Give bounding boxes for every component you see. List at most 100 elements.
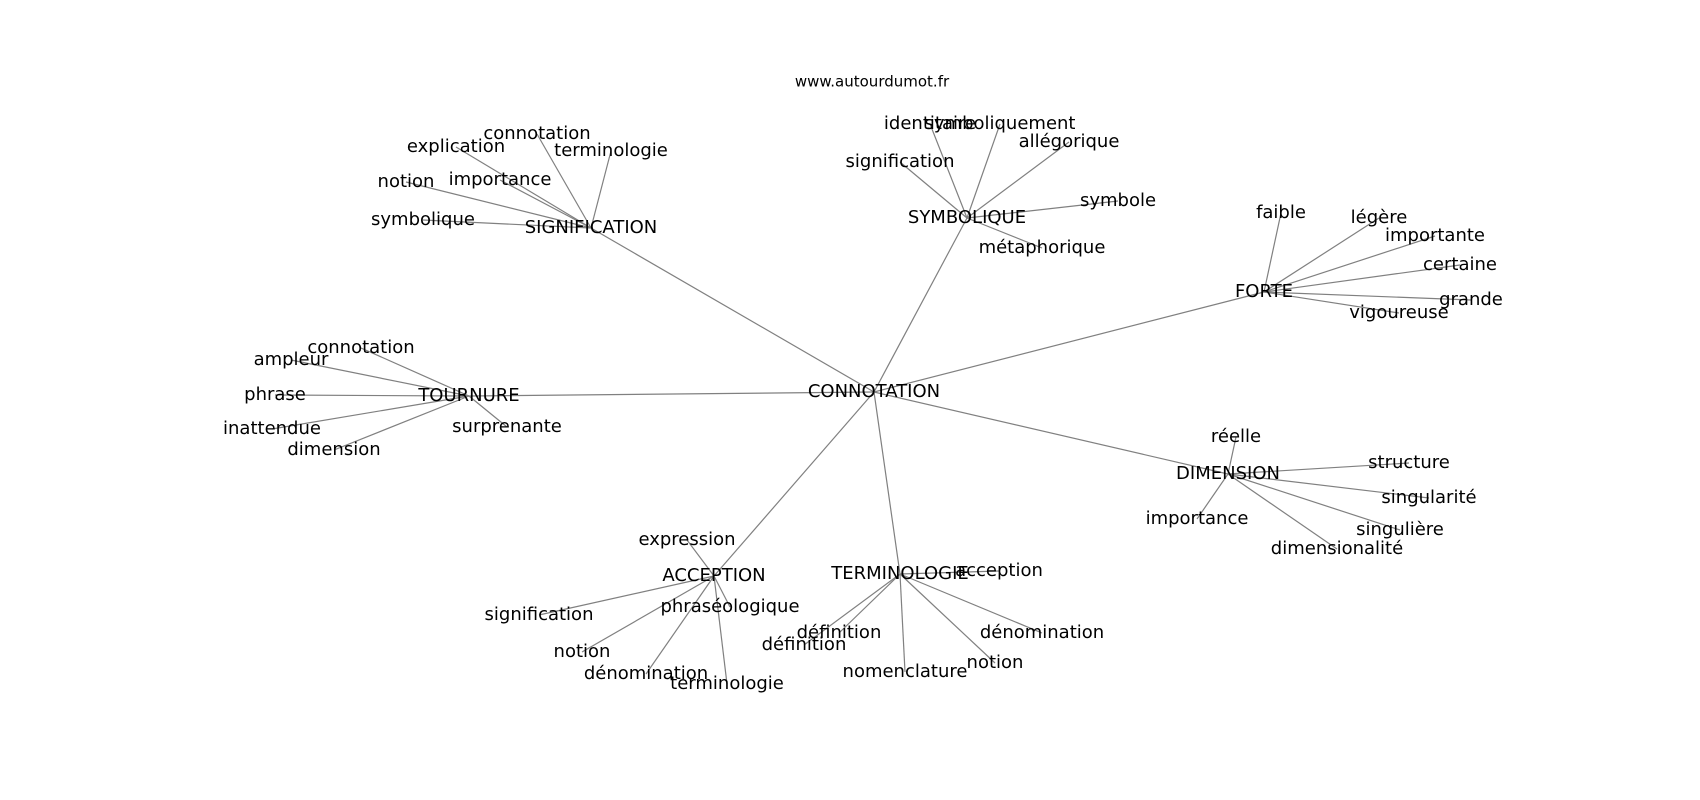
leaf-node-label: terminologie (670, 673, 784, 694)
edge-symbolique-leaf (966, 200, 1119, 219)
leaf-node-label: dimension (287, 439, 380, 460)
edge-terminologie-leaf (899, 570, 1000, 575)
leaf-node-label: importance (449, 169, 552, 190)
leaf-node-label: notion (554, 641, 611, 662)
edge-center-forte (873, 291, 1265, 393)
hub-node-label: TOURNURE (417, 385, 519, 406)
center-node-label: CONNOTATION (808, 381, 940, 402)
leaf-node-label: ampleur (254, 349, 329, 370)
edge-terminologie-leaf (803, 573, 901, 646)
edge-symbolique-leaf (929, 123, 968, 219)
edge-dimension-leaf (1227, 462, 1410, 475)
edge-symbolique-leaf (966, 123, 1001, 219)
leaf-node-label: grande (1439, 289, 1503, 310)
edge-tournure-leaf (271, 395, 470, 430)
edge-signification-leaf (405, 181, 592, 229)
edge-acception-leaf (686, 539, 715, 577)
edge-dimension-leaf (1227, 473, 1401, 531)
hub-node-label: TERMINOLOGIE (830, 563, 969, 584)
edge-center-terminologie (873, 391, 901, 575)
edge-center-signification (590, 227, 875, 393)
leaf-node-label: métaphorique (979, 237, 1106, 258)
leaf-node-label: nomenclature (843, 661, 968, 682)
leaf-node-label: définition (762, 634, 847, 655)
edge-forte-leaf (1263, 264, 1461, 293)
leaf-node-label: explication (407, 136, 505, 157)
edge-terminologie-leaf (899, 573, 996, 664)
graph-labels: CONNOTATION SIGNIFICATION connotation expli… (223, 113, 1503, 694)
edge-tournure-leaf (360, 347, 470, 397)
leaf-node-label: allégorique (1019, 131, 1120, 152)
leaf-node-label: importante (1385, 225, 1485, 246)
edge-signification-leaf (499, 179, 592, 229)
hub-node-label: DIMENSION (1176, 463, 1280, 484)
edge-signification-leaf (536, 133, 592, 229)
leaf-node-label: singularité (1381, 487, 1476, 508)
leaf-node-label: symbolique (371, 209, 475, 230)
edge-center-dimension (873, 391, 1229, 475)
edge-symbolique-leaf (899, 161, 968, 219)
edge-dimension-leaf (1196, 473, 1229, 520)
leaf-node-label: symbole (1080, 190, 1156, 211)
leaf-node-label: dimensionalité (1271, 538, 1403, 559)
edge-signification-leaf (422, 219, 592, 229)
leaf-node-label: terminologie (554, 140, 668, 161)
leaf-node-label: identitaire (884, 113, 976, 134)
leaf-node-label: importance (1146, 508, 1249, 529)
edge-acception-leaf (713, 575, 728, 685)
leaf-node-label: signification (485, 604, 594, 625)
leaf-node-label: dénomination (980, 622, 1104, 643)
edge-forte-leaf (1263, 212, 1282, 293)
edge-tournure-leaf (468, 395, 508, 428)
edge-tournure-leaf (290, 359, 470, 397)
edge-center-symbolique (873, 217, 968, 393)
leaf-node-label: expression (638, 529, 735, 550)
leaf-node-label: certaine (1423, 254, 1497, 275)
leaf-node-label: singulière (1356, 519, 1444, 540)
edge-acception-leaf (713, 575, 731, 608)
hub-node-label: FORTE (1235, 281, 1293, 302)
edge-dimension-leaf (1227, 473, 1338, 550)
leaf-node-label: signification (846, 151, 955, 172)
leaf-node-label: surprenante (452, 416, 562, 437)
edge-symbolique-leaf (966, 141, 1070, 219)
edge-dimension-leaf (1227, 473, 1430, 499)
edge-signification-leaf (455, 146, 592, 229)
leaf-node-label: structure (1368, 452, 1450, 473)
leaf-node-label: connotation (307, 337, 414, 358)
hub-node-label: ACCEPTION (662, 565, 765, 586)
leaf-node-label: définition (797, 622, 882, 643)
edge-terminologie-leaf (899, 573, 906, 673)
leaf-node-label: symboliquement (925, 113, 1076, 134)
graph-edges (271, 123, 1472, 685)
edge-symbolique-leaf (966, 217, 1043, 249)
edge-forte-leaf (1263, 235, 1436, 293)
leaf-node-label: dénomination (584, 663, 708, 684)
leaf-node-label: notion (967, 652, 1024, 673)
edge-acception-leaf (538, 575, 715, 616)
leaf-node-label: vigoureuse (1349, 302, 1448, 323)
leaf-node-label: faible (1256, 202, 1306, 223)
leaf-node-label: inattendue (223, 418, 321, 439)
edge-signification-leaf (590, 150, 612, 229)
leaf-node-label: réelle (1211, 426, 1261, 447)
edge-acception-leaf (645, 575, 715, 675)
edge-center-acception (713, 391, 875, 577)
edge-center-tournure (468, 391, 875, 397)
leaf-node-label: acception (955, 560, 1043, 581)
edge-forte-leaf (1263, 291, 1400, 314)
hub-node-label: SIGNIFICATION (525, 217, 658, 238)
leaf-node-label: phrase (244, 384, 306, 405)
leaf-node-label: légère (1351, 207, 1408, 228)
hub-node-label: SYMBOLIQUE (908, 207, 1026, 228)
edge-acception-leaf (581, 575, 715, 653)
edge-dimension-leaf (1227, 436, 1237, 475)
edge-tournure-leaf (333, 395, 470, 451)
edge-terminologie-leaf (838, 573, 901, 634)
edge-forte-leaf (1263, 291, 1472, 301)
edge-terminologie-leaf (899, 573, 1043, 634)
edge-tournure-leaf (274, 394, 470, 397)
leaf-node-label: phraséologique (660, 596, 799, 617)
leaf-node-label: notion (378, 171, 435, 192)
